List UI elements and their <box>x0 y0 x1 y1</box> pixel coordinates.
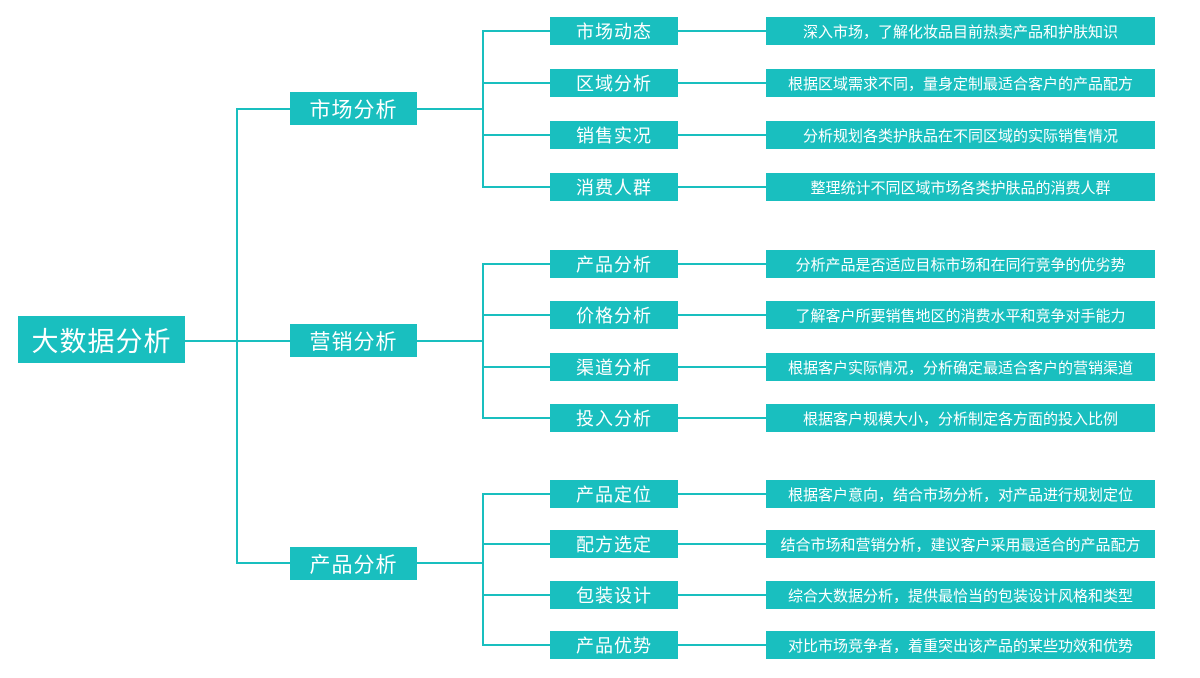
leaf-node-regional-analysis: 区域分析 <box>550 69 678 97</box>
connector-row-link <box>483 594 550 596</box>
connector-desc-link <box>678 314 766 316</box>
branch-node-product-analysis: 产品分析 <box>290 547 417 580</box>
leaf-node-sales-status: 销售实况 <box>550 121 678 149</box>
connector-desc-link <box>678 134 766 136</box>
connector-row-link <box>483 186 550 188</box>
leaf-node-investment-analysis: 投入分析 <box>550 404 678 432</box>
leaf-node-consumer-groups: 消费人群 <box>550 173 678 201</box>
desc-node-investment-analysis: 根据客户规模大小，分析制定各方面的投入比例 <box>766 404 1155 432</box>
connector-desc-link <box>678 417 766 419</box>
connector-desc-link <box>678 30 766 32</box>
connector-root-trunk <box>185 340 237 342</box>
connector-row-link <box>483 493 550 495</box>
connector-row-link <box>483 366 550 368</box>
connector-trunk <box>236 108 238 564</box>
connector-desc-link <box>678 82 766 84</box>
connector-branch-market-right <box>417 108 483 110</box>
connector-row-link <box>483 417 550 419</box>
desc-node-product-positioning: 根据客户意向，结合市场分析，对产品进行规划定位 <box>766 480 1155 508</box>
desc-node-regional-analysis: 根据区域需求不同，量身定制最适合客户的产品配方 <box>766 69 1155 97</box>
desc-node-packaging-design: 综合大数据分析，提供最恰当的包装设计风格和类型 <box>766 581 1155 609</box>
desc-node-product-advantages: 对比市场竞争者，着重突出该产品的某些功效和优势 <box>766 631 1155 659</box>
leaf-node-formula-selection: 配方选定 <box>550 530 678 558</box>
desc-node-consumer-groups: 整理统计不同区域市场各类护肤品的消费人群 <box>766 173 1155 201</box>
connector-rail-market <box>482 30 484 188</box>
connector-desc-link <box>678 493 766 495</box>
connector-desc-link <box>678 644 766 646</box>
connector-branch-market-left <box>237 108 290 110</box>
connector-row-link <box>483 134 550 136</box>
desc-node-price-analysis: 了解客户所要销售地区的消费水平和竞争对手能力 <box>766 301 1155 329</box>
branch-node-market-analysis: 市场分析 <box>290 92 417 125</box>
connector-row-link <box>483 263 550 265</box>
connector-rail-marketing <box>482 263 484 419</box>
connector-branch-product-right <box>417 562 483 564</box>
connector-row-link <box>483 644 550 646</box>
connector-desc-link <box>678 263 766 265</box>
connector-desc-link <box>678 594 766 596</box>
desc-node-market-dynamics: 深入市场，了解化妆品目前热卖产品和护肤知识 <box>766 17 1155 45</box>
desc-node-product-analysis: 分析产品是否适应目标市场和在同行竞争的优劣势 <box>766 250 1155 278</box>
connector-row-link <box>483 82 550 84</box>
desc-node-sales-status: 分析规划各类护肤品在不同区域的实际销售情况 <box>766 121 1155 149</box>
leaf-node-product-analysis: 产品分析 <box>550 250 678 278</box>
connector-branch-marketing-right <box>417 340 483 342</box>
connector-row-link <box>483 30 550 32</box>
desc-node-formula-selection: 结合市场和营销分析，建议客户采用最适合的产品配方 <box>766 530 1155 558</box>
leaf-node-channel-analysis: 渠道分析 <box>550 353 678 381</box>
connector-branch-product-left <box>237 562 290 564</box>
leaf-node-price-analysis: 价格分析 <box>550 301 678 329</box>
connector-desc-link <box>678 186 766 188</box>
connector-desc-link <box>678 366 766 368</box>
connector-row-link <box>483 543 550 545</box>
connector-desc-link <box>678 543 766 545</box>
leaf-node-market-dynamics: 市场动态 <box>550 17 678 45</box>
connector-rail-product <box>482 493 484 646</box>
branch-node-marketing-analysis: 营销分析 <box>290 324 417 357</box>
connector-branch-marketing-left <box>237 340 290 342</box>
leaf-node-product-advantages: 产品优势 <box>550 631 678 659</box>
root-node-big-data-analysis: 大数据分析 <box>18 316 185 363</box>
leaf-node-packaging-design: 包装设计 <box>550 581 678 609</box>
connector-row-link <box>483 314 550 316</box>
desc-node-channel-analysis: 根据客户实际情况，分析确定最适合客户的营销渠道 <box>766 353 1155 381</box>
leaf-node-product-positioning: 产品定位 <box>550 480 678 508</box>
